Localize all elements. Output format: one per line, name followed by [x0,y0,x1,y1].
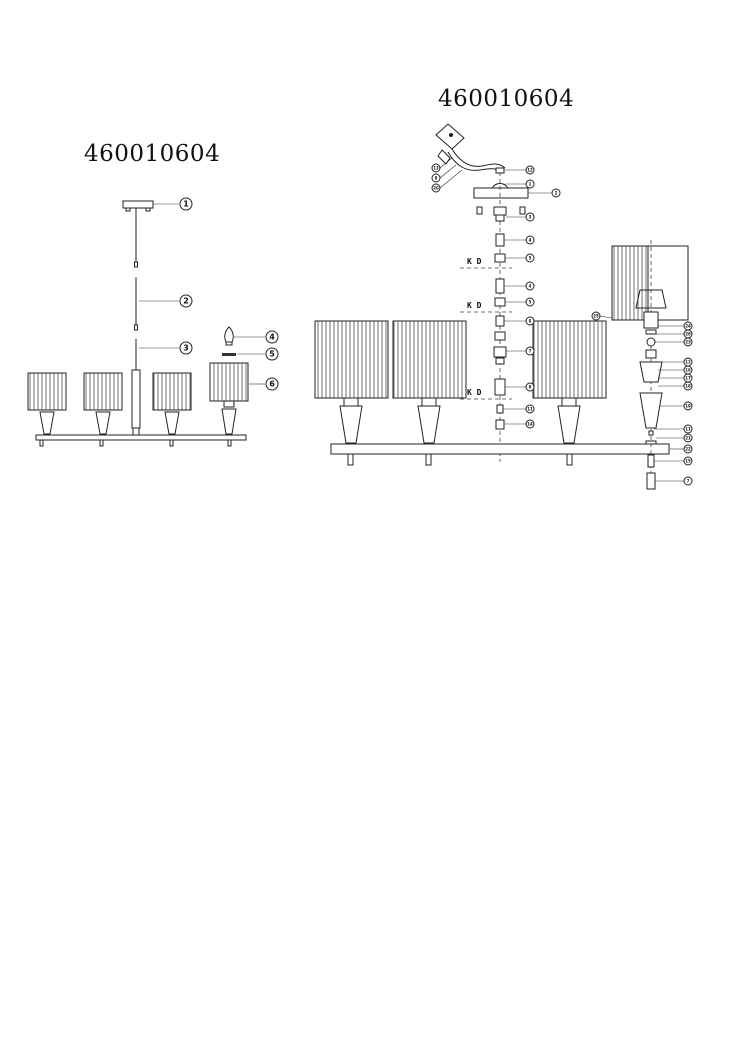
callout-label: 4 [529,284,532,289]
callout-label: 18 [685,384,691,389]
callout-label: 7 [529,349,532,354]
callout-label: 3 [183,344,189,353]
right-horizontal-arm [330,443,670,455]
callout-label: 5 [529,256,532,261]
lamp-shade [314,320,389,444]
left-assembly-overview: 1 2 3 4 5 6 [27,197,279,447]
callout-label: 14 [527,422,533,427]
callout-label: 23 [685,340,691,345]
lamp-shade [83,372,123,435]
callout-label: 1 [529,182,532,187]
exploded-lamp-shade [611,240,689,490]
callout-label: 2 [555,191,558,196]
callout-label: 22 [685,447,691,452]
callout-label: 25 [593,314,599,319]
right-exploded-view: K D K D K D [314,123,693,490]
callout-label: 4 [269,333,275,342]
right-callouts: 12 1 2 3 4 5 4 5 6 [431,157,693,486]
central-stem [131,369,141,429]
callout-label: 1 [183,200,189,209]
callout-label: 26 [433,186,439,191]
kd-label: K D [467,257,482,266]
callout-label: 5 [529,300,532,305]
lamp-shade [209,362,249,435]
callout-label: 24 [685,324,691,329]
right-diagram-title: 460010604 [438,86,575,112]
callout-label: 9 [435,176,438,181]
left-diagram-title: 460010604 [84,141,221,167]
kd-label: K D [467,301,482,310]
canopy [122,200,154,209]
callout-label: 3 [529,215,532,220]
left-callouts: 1 2 3 4 5 6 [139,197,279,391]
callout-label: 6 [529,319,532,324]
callout-label: 8 [529,385,532,390]
lamp-shade [27,372,67,435]
candle-bulb [224,326,234,343]
callout-label: 11 [527,407,533,412]
ceiling-bracket [435,123,506,173]
lamp-shade [152,372,192,435]
callout-label: 21 [685,436,691,441]
callout-label: 5 [269,350,275,359]
callout-label: 12 [685,360,691,365]
callout-label: 16 [685,368,691,373]
left-horizontal-arm [35,434,247,441]
callout-label: 13 [433,166,439,171]
callout-label: 2 [183,297,189,306]
canopy [473,187,529,199]
callout-label: 4 [529,238,532,243]
lamp-shade [392,320,467,444]
callout-label: 28 [685,332,691,337]
callout-label: 12 [527,168,533,173]
callout-label: 17 [685,376,691,381]
kd-label: K D [467,388,482,397]
callout-label: 19 [685,404,691,409]
lamp-shade [532,320,607,444]
callout-label: 11 [685,427,691,432]
washer [222,353,236,356]
callout-label: 6 [269,380,275,389]
callout-label: 15 [685,459,691,464]
callout-label: 7 [687,479,690,484]
